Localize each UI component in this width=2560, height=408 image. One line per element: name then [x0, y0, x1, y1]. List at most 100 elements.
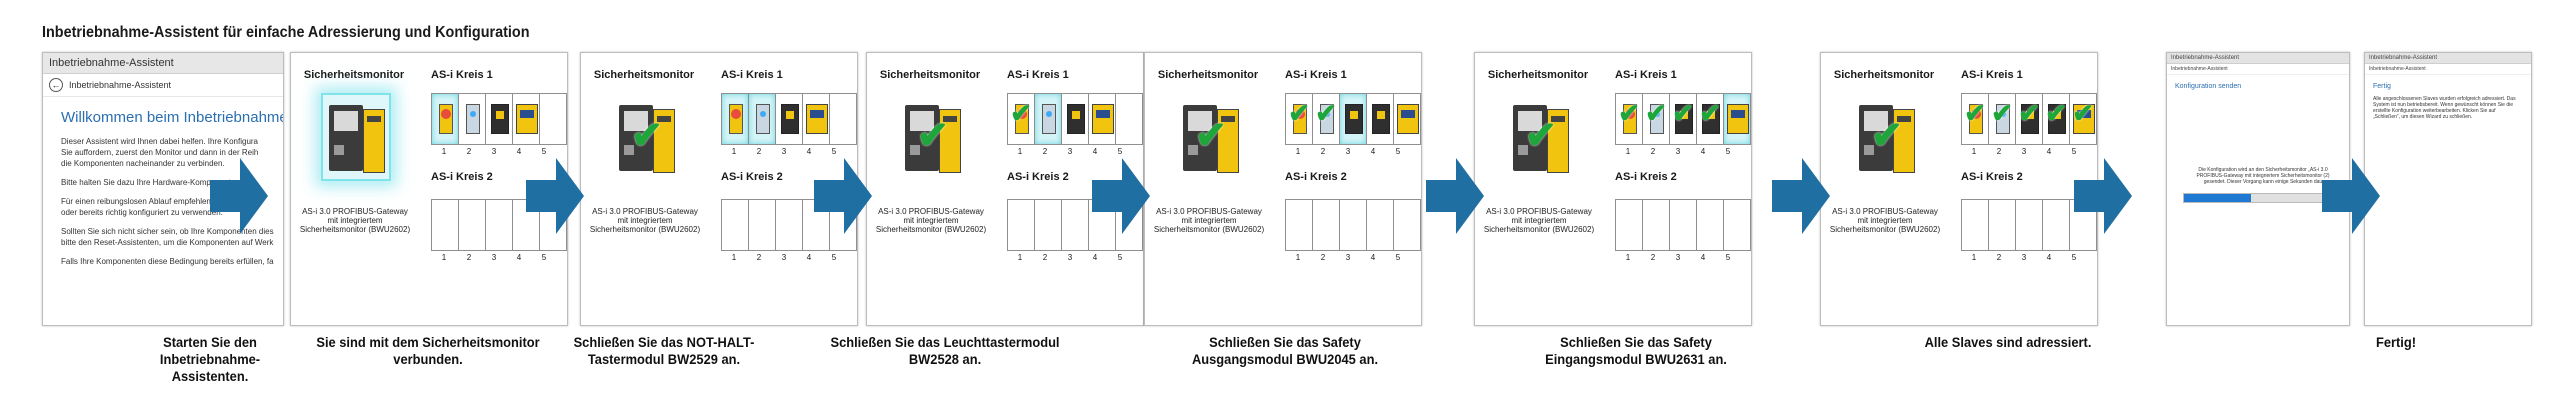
slave-slot[interactable] [1285, 199, 1313, 251]
circuit1-slots: ✔✔✔✔✔✔ [1961, 93, 2097, 145]
slot-number: 2 [756, 147, 762, 156]
circuit1-title: AS-i Kreis 1 [1961, 69, 2023, 81]
slave-slot[interactable]: ✔ [1988, 93, 2016, 145]
slave-slot[interactable] [1339, 199, 1367, 251]
circuit2-numbers: 123456 [1615, 253, 1751, 262]
monitor-caption: AS-i 3.0 PROFIBUS-Gateway mit integriert… [589, 207, 701, 234]
slave-slot[interactable] [2015, 199, 2043, 251]
safety-monitor-device[interactable]: ✔ [1505, 93, 1575, 181]
slot-number: 6 [1740, 147, 1752, 156]
slave-slot[interactable] [485, 93, 513, 145]
slave-slot[interactable]: ✔ [2015, 93, 2043, 145]
slot-number: 3 [1675, 253, 1681, 262]
slave-slot[interactable]: ✔ [1696, 93, 1724, 145]
slave-slot[interactable] [721, 93, 749, 145]
slave-slot[interactable] [1366, 199, 1394, 251]
slave-slot[interactable] [1961, 199, 1989, 251]
slave-slot[interactable] [1393, 93, 1421, 145]
slave-slot[interactable] [2042, 199, 2070, 251]
slave-slot[interactable]: ✔ [1312, 93, 1340, 145]
slave-slot[interactable]: ✔ [1615, 93, 1643, 145]
check-icon: ✔ [1618, 98, 1640, 128]
slot-number: 1 [1625, 253, 1631, 262]
slave-slot[interactable] [1723, 199, 1751, 251]
slave-slot[interactable] [802, 93, 830, 145]
slave-slot[interactable] [1642, 199, 1670, 251]
slot-number: 4 [1700, 253, 1706, 262]
slave-slot[interactable] [1615, 199, 1643, 251]
slave-slot[interactable] [829, 93, 857, 145]
slave-slot[interactable] [1339, 93, 1367, 145]
safety-monitor-device[interactable]: ✔ [897, 93, 967, 181]
slave-slot[interactable]: ✔ [2042, 93, 2070, 145]
slave-slot[interactable] [431, 93, 459, 145]
welcome-heading: Willkommen beim Inbetriebnahme-Assistent… [61, 109, 283, 126]
slave-slot[interactable] [431, 199, 459, 251]
window-title: Inbetriebnahme-Assistent [2365, 53, 2531, 64]
slave-slot[interactable] [775, 199, 803, 251]
slave-slot[interactable]: ✔ [1007, 93, 1035, 145]
slave-slot[interactable]: ✔ [1285, 93, 1313, 145]
slave-slot[interactable] [1988, 199, 2016, 251]
safety-monitor-device[interactable]: ✔ [1851, 93, 1921, 181]
slave-slot[interactable] [1393, 199, 1421, 251]
circuit2-slots [1615, 199, 1751, 251]
slave-slot[interactable] [512, 93, 540, 145]
slave-slot[interactable] [485, 199, 513, 251]
check-icon: ✔ [631, 115, 663, 157]
slot-number: 5 [1725, 147, 1731, 156]
slave-slot[interactable] [1750, 93, 1751, 145]
safety-monitor-device[interactable]: ✔ [611, 93, 681, 181]
slave-slot[interactable] [539, 93, 567, 145]
check-icon: ✔ [1525, 115, 1557, 157]
safety-monitor-device[interactable]: ✔ [1175, 93, 1245, 181]
monitor-title: Sicherheitsmonitor [1487, 69, 1589, 81]
light-button-module-icon [466, 104, 480, 134]
slave-slot[interactable] [1723, 93, 1751, 145]
check-icon: ✔ [1699, 98, 1721, 128]
slave-slot[interactable] [748, 93, 776, 145]
slave-slot[interactable] [1420, 199, 1421, 251]
circuit1-title: AS-i Kreis 1 [721, 69, 783, 81]
slave-slot[interactable] [1420, 93, 1421, 145]
circuit2-title: AS-i Kreis 2 [431, 171, 493, 183]
slave-slot[interactable] [1034, 199, 1062, 251]
circuit2-title: AS-i Kreis 2 [1961, 171, 2023, 183]
slave-slot[interactable]: ✔ [1642, 93, 1670, 145]
slave-slot[interactable]: ✔ [2096, 93, 2097, 145]
slave-slot[interactable] [1312, 199, 1340, 251]
slot-number: 3 [1675, 147, 1681, 156]
slave-slot[interactable] [721, 199, 749, 251]
slave-slot[interactable] [748, 199, 776, 251]
safety-output-module-icon [1702, 104, 1720, 134]
back-arrow-icon[interactable]: ← [49, 78, 63, 92]
light-button-module-icon [1042, 104, 1056, 134]
slave-slot[interactable] [1007, 199, 1035, 251]
circuit-panel-6: Sicherheitsmonitor ✔ AS-i 3.0 PROFIBUS-G… [1474, 52, 1752, 326]
slave-slot[interactable] [458, 199, 486, 251]
slave-slot[interactable] [1366, 93, 1394, 145]
slave-slot[interactable] [1696, 199, 1724, 251]
slave-slot[interactable]: ✔ [1961, 93, 1989, 145]
slave-slot[interactable] [775, 93, 803, 145]
slave-slot[interactable] [1115, 93, 1143, 145]
circuit1-numbers: 123456 [1615, 147, 1752, 156]
circuit2-slots [1285, 199, 1421, 251]
slave-slot[interactable] [458, 93, 486, 145]
safety-monitor-device[interactable] [321, 93, 391, 181]
slave-slot[interactable] [1669, 199, 1697, 251]
slave-slot[interactable] [1088, 93, 1116, 145]
slave-slot[interactable] [1061, 199, 1089, 251]
slave-slot[interactable] [1034, 93, 1062, 145]
slave-slot[interactable] [1750, 199, 1751, 251]
circuit-panel-7: Sicherheitsmonitor ✔ AS-i 3.0 PROFIBUS-G… [1820, 52, 2098, 326]
slot-number: 2 [1996, 147, 2002, 156]
light-button-module-icon [1320, 104, 1334, 134]
done-panel: Inbetriebnahme-Assistent Inbetriebnahme-… [2364, 52, 2532, 326]
slot-number: 2 [1042, 147, 1048, 156]
slave-slot[interactable] [1061, 93, 1089, 145]
slave-slot[interactable]: ✔ [2069, 93, 2097, 145]
slave-slot[interactable]: ✔ [1669, 93, 1697, 145]
step-arrow-icon [1426, 158, 1484, 234]
